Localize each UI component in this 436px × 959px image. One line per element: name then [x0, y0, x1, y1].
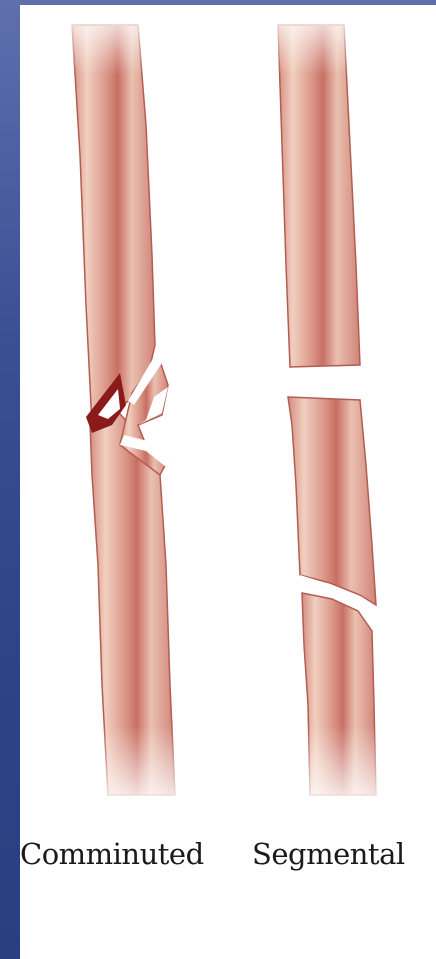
segmental-bone-top — [278, 25, 360, 367]
label-segmental: Segmental — [252, 837, 405, 871]
diagram-panel: Comminuted Segmental — [20, 5, 436, 959]
comminuted-bone-upper — [72, 25, 155, 425]
label-comminuted: Comminuted — [20, 837, 204, 871]
segmental-bone-middle — [288, 397, 376, 605]
fracture-illustration — [20, 5, 436, 959]
